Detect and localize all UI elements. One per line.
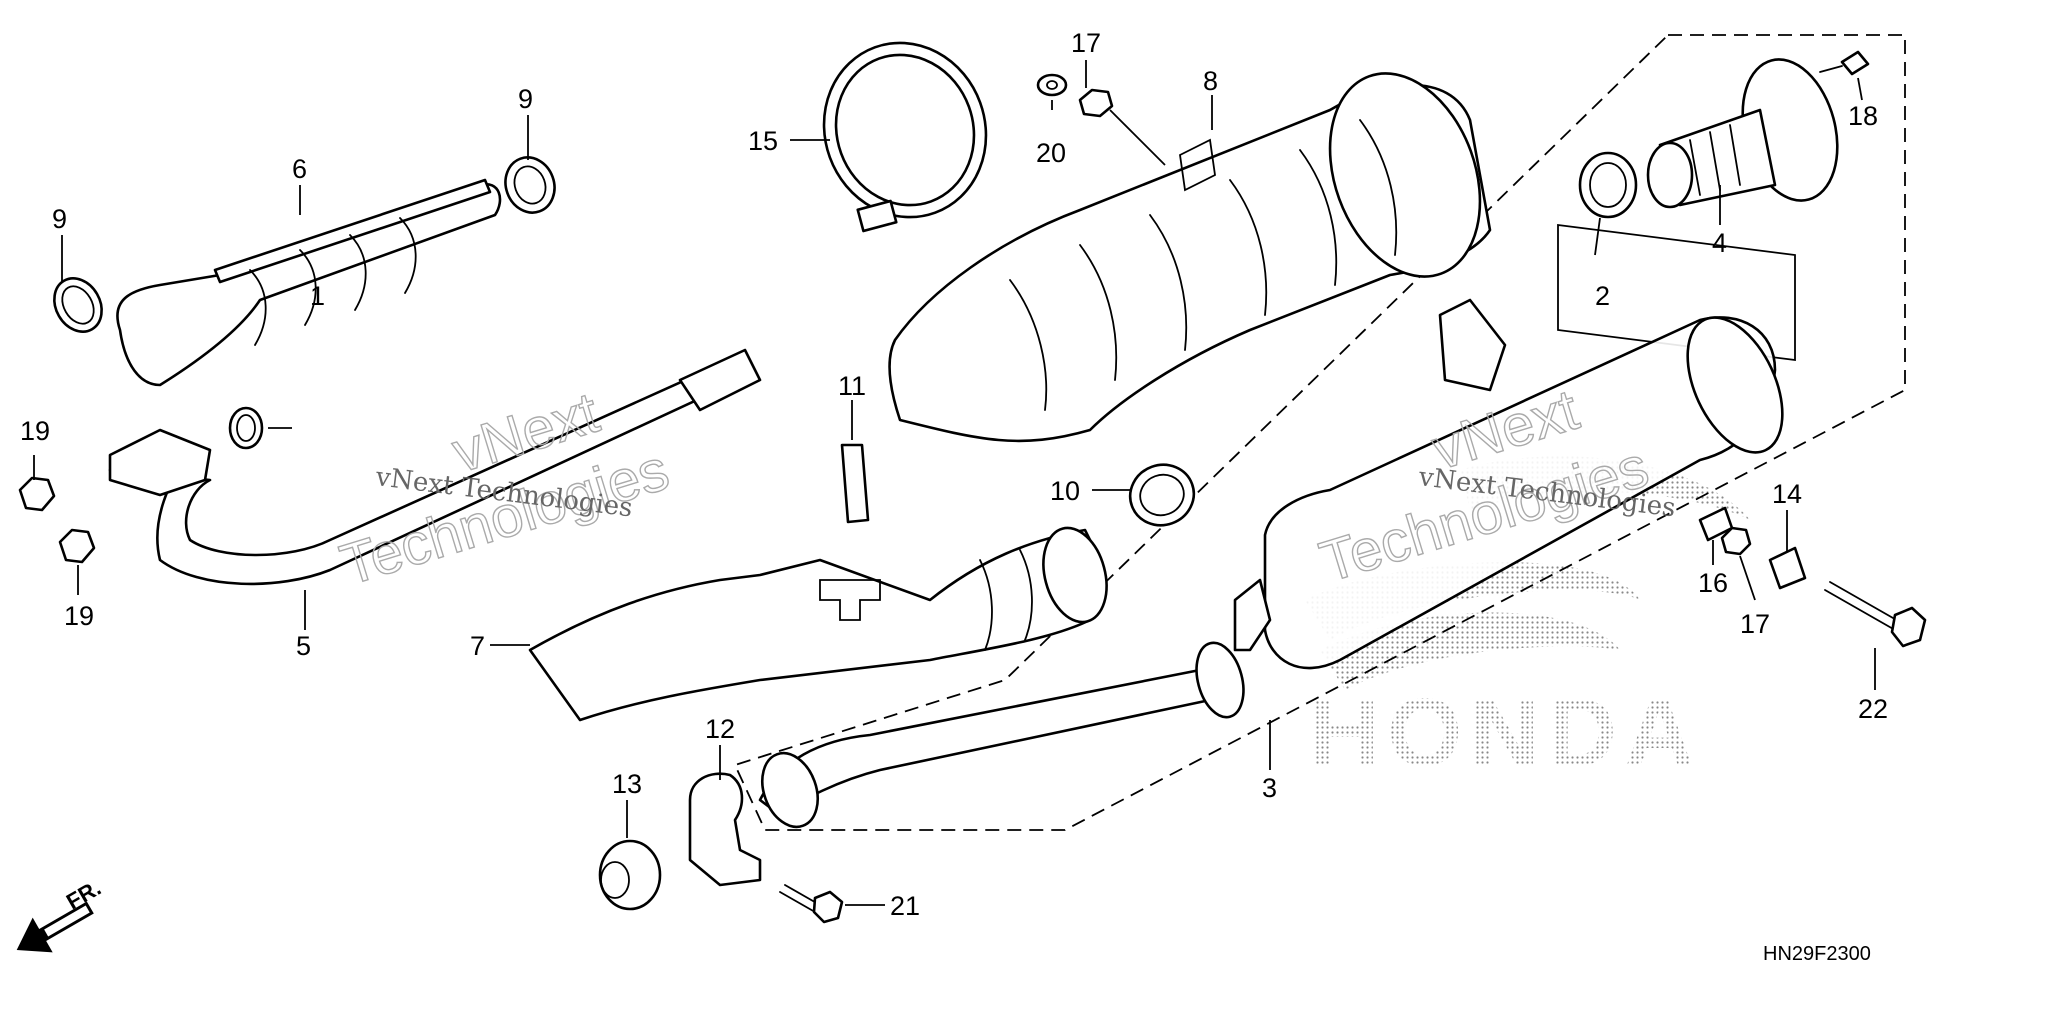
leader-lines	[33, 60, 1876, 906]
callout-19-bottom: 19	[64, 601, 94, 631]
part-9-clamp-left	[53, 277, 103, 333]
part-8-heat-protector	[888, 72, 1492, 443]
callout-3: 3	[1262, 773, 1277, 803]
callout-1: 1	[310, 281, 325, 311]
part-7-protector	[528, 526, 1108, 722]
callout-15: 15	[748, 126, 778, 156]
part-21-bolt	[779, 884, 844, 924]
part-19-nut-top	[18, 476, 56, 512]
callout-16: 16	[1698, 568, 1728, 598]
part-5-exhaust-pipe	[108, 348, 762, 586]
bracket-2-4	[1557, 223, 1796, 362]
callout-6: 6	[292, 154, 307, 184]
callout-22: 22	[1858, 694, 1888, 724]
part-4-spark-arrester	[1646, 58, 1839, 209]
part-9-clamp-right	[504, 156, 556, 214]
part-20-washer	[1036, 73, 1068, 97]
part-12-bracket	[688, 772, 762, 887]
callout-4: 4	[1712, 228, 1727, 258]
callout-19-top: 19	[20, 416, 50, 446]
part-14-bush	[1768, 546, 1807, 590]
callout-21: 21	[890, 891, 920, 921]
callout-11: 11	[838, 371, 866, 401]
callout-20: 20	[1036, 138, 1066, 168]
callout-12: 12	[705, 714, 735, 744]
part-10-clamp	[1128, 463, 1196, 527]
honda-brand-text: HONDA	[1310, 679, 1702, 786]
part-11-stay	[840, 443, 870, 524]
part-13-rubber	[598, 839, 662, 911]
part-3-muffler	[758, 298, 1784, 829]
diagram-code: HN29F2300	[1763, 943, 1871, 965]
callout-labels: 1 2 3 4 5 6 7 8 9 9 10 11 12 13 14 15 16…	[20, 28, 1888, 921]
part-2-gasket	[1578, 151, 1638, 219]
callout-2: 2	[1595, 281, 1610, 311]
front-direction-label: FR.	[62, 875, 105, 914]
part-19-nut-bottom	[58, 528, 96, 564]
part-6-protector	[116, 178, 502, 387]
callout-8: 8	[1203, 66, 1218, 96]
callout-17-bottom: 17	[1740, 609, 1770, 639]
callout-10: 10	[1050, 476, 1080, 506]
callout-7: 7	[470, 631, 485, 661]
assembly-dashed-outline	[733, 34, 1906, 831]
callout-13: 13	[612, 769, 642, 799]
callout-17-top: 17	[1071, 28, 1101, 58]
callout-14: 14	[1772, 479, 1802, 509]
callout-9-left: 9	[52, 204, 67, 234]
part-1-gasket	[228, 406, 264, 450]
callout-9-right: 9	[518, 84, 533, 114]
front-direction-arrow	[16, 901, 94, 953]
part-17-nut-top	[1078, 88, 1114, 118]
part-15-band	[822, 41, 988, 233]
part-16-collar	[1698, 506, 1734, 542]
callout-5: 5	[296, 631, 311, 661]
part-18-bolt	[1819, 50, 1870, 76]
callout-18: 18	[1848, 101, 1878, 131]
part-22-bolt	[1824, 581, 1927, 648]
